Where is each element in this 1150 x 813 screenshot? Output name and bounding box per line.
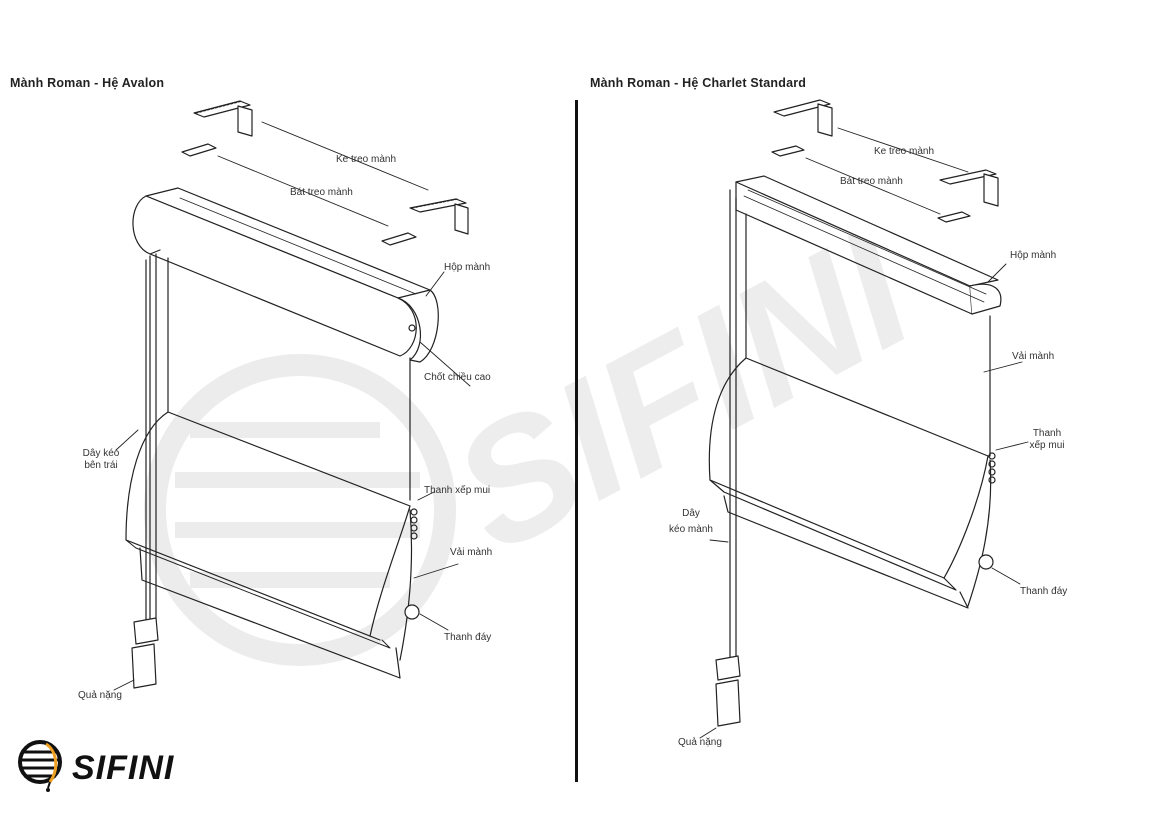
right-label-ke-treo: Ke treo mành xyxy=(874,146,935,157)
right-label-day-keo-line1: Dây xyxy=(682,508,700,519)
right-label-thanh-xep-line2: xếp mui xyxy=(1029,440,1065,451)
left-bracket-top xyxy=(193,100,253,137)
sifini-logo-text: SIFINI xyxy=(72,749,175,787)
left-headbox xyxy=(132,187,439,363)
left-label-day-keo-line2: bên trái xyxy=(84,460,118,471)
right-cord xyxy=(729,189,737,661)
center-divider xyxy=(575,100,578,782)
left-label-vai-manh: Vải mành xyxy=(450,547,493,558)
right-bottom-bar-end xyxy=(978,554,994,570)
left-label-thanh-day: Thanh đáy xyxy=(444,632,492,643)
left-label-qua-nang: Quả nặng xyxy=(78,690,122,701)
right-weight xyxy=(715,655,741,727)
right-label-hop-manh: Hộp mành xyxy=(1010,250,1057,261)
sifini-logo: SIFINI xyxy=(16,738,176,794)
right-label-vai-manh: Vải mành xyxy=(1012,351,1055,362)
left-label-day-keo-line1: Dây kéo xyxy=(82,448,120,459)
left-label-ke-treo: Ke treo mành xyxy=(336,154,397,165)
right-label-day-keo: Dây kéo mành xyxy=(664,508,718,536)
left-diagram-title: Mành Roman - Hệ Avalon xyxy=(10,76,165,90)
right-label-thanh-day: Thanh đáy xyxy=(1020,586,1068,597)
right-diagram-title: Mành Roman - Hệ Charlet Standard xyxy=(590,76,807,90)
left-label-thanh-xep-mui: Thanh xếp mui xyxy=(424,485,491,496)
left-label-chot-chieu-cao: Chốt chiều cao xyxy=(424,372,491,383)
left-weight xyxy=(131,617,159,689)
left-blind-drawing xyxy=(113,100,471,691)
right-label-thanh-xep: Thanh xếp mui xyxy=(1024,428,1070,452)
left-bracket-right xyxy=(409,198,469,235)
right-fabric xyxy=(708,213,992,609)
left-bottom-bar-end xyxy=(404,604,420,620)
right-bracket-right xyxy=(939,169,999,207)
right-bracket-top xyxy=(773,99,833,137)
left-label-bat-treo: Bát treo mành xyxy=(290,187,353,198)
left-label-hop-manh: Hộp mành xyxy=(444,262,491,273)
right-label-day-keo-line2: kéo mành xyxy=(669,524,713,535)
left-pleat-rail xyxy=(410,508,418,540)
right-label-bat-treo: Bát treo mành xyxy=(840,176,903,187)
right-label-qua-nang: Quả nặng xyxy=(678,737,722,748)
right-headbox xyxy=(735,175,1002,315)
left-clip-right xyxy=(381,232,417,246)
right-pleat-rail xyxy=(988,452,996,484)
sifini-globe-icon xyxy=(18,740,62,792)
left-clip-top xyxy=(181,143,217,157)
left-cord xyxy=(145,253,157,623)
left-label-day-keo: Dây kéo bên trái xyxy=(78,448,124,472)
right-blind-drawing xyxy=(699,99,1029,739)
right-clip-top xyxy=(771,145,805,157)
right-label-thanh-xep-line1: Thanh xyxy=(1032,428,1062,439)
right-clip-right xyxy=(937,211,971,223)
